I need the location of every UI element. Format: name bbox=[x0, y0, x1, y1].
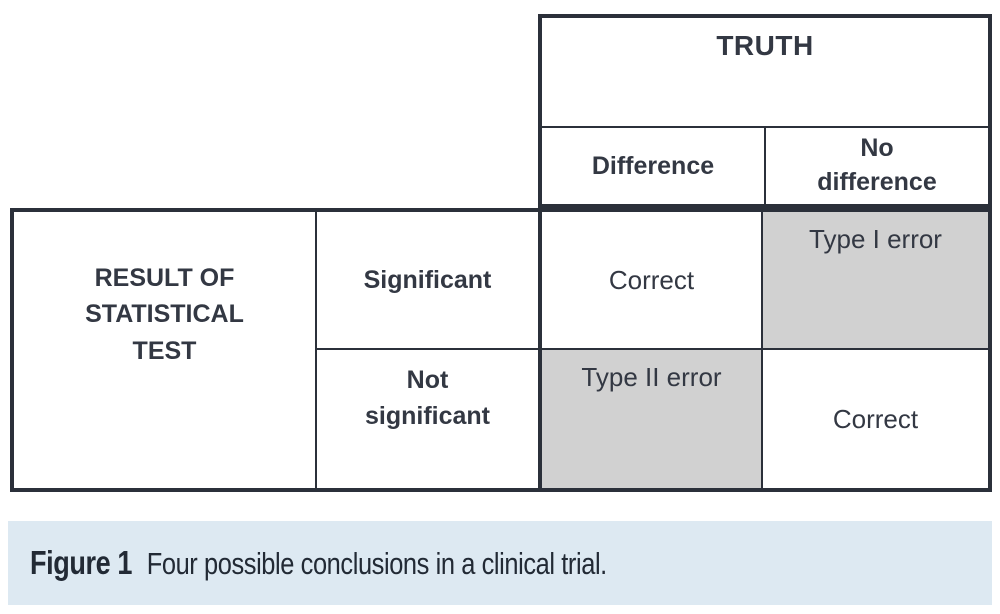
results-table: RESULT OF STATISTICAL TEST Significant N… bbox=[10, 208, 992, 492]
row-header-not-significant-label: Not significant bbox=[364, 366, 490, 431]
row-header-significant-label: Significant bbox=[363, 265, 492, 294]
column-header-row: Difference No difference bbox=[542, 128, 988, 204]
figure-caption-bar: Figure 1 Four possible conclusions in a c… bbox=[8, 521, 992, 605]
truth-header-cell: TRUTH bbox=[542, 18, 988, 128]
cell-correct-not-significant-no-difference: Correct bbox=[763, 350, 988, 488]
row-header-significant: Significant bbox=[317, 212, 538, 350]
cell-type-1-error-label: Type I error bbox=[809, 224, 942, 254]
figure-caption-text: Four possible conclusions in a clinical … bbox=[146, 546, 608, 581]
truth-header-label: TRUTH bbox=[716, 30, 814, 61]
row-group-header: RESULT OF STATISTICAL TEST bbox=[14, 212, 317, 488]
column-header-difference: Difference bbox=[542, 128, 766, 204]
outcome-cells-grid: Correct Type I error Type II error Corre… bbox=[538, 212, 988, 488]
cell-correct-significant-difference: Correct bbox=[542, 212, 763, 350]
cell-type-1-error: Type I error bbox=[763, 212, 988, 350]
truth-header-block: TRUTH Difference No difference bbox=[538, 14, 992, 208]
cell-type-2-error: Type II error bbox=[542, 350, 763, 488]
cell-correct-top-label: Correct bbox=[608, 264, 695, 295]
row-group-header-label: RESULT OF STATISTICAL TEST bbox=[85, 264, 244, 365]
row-header-not-significant: Not significant bbox=[317, 350, 538, 488]
cell-correct-bottom-label: Correct bbox=[832, 403, 919, 434]
row-header-column: Significant Not significant bbox=[317, 212, 538, 488]
column-header-difference-label: Difference bbox=[591, 151, 715, 180]
column-header-no-difference: No difference bbox=[766, 128, 988, 204]
cell-type-2-error-label: Type II error bbox=[581, 362, 722, 392]
figure-caption-label: Figure 1 bbox=[30, 544, 132, 581]
column-header-no-difference-label: No difference bbox=[817, 134, 937, 196]
figure-caption: Figure 1 Four possible conclusions in a c… bbox=[30, 544, 607, 582]
